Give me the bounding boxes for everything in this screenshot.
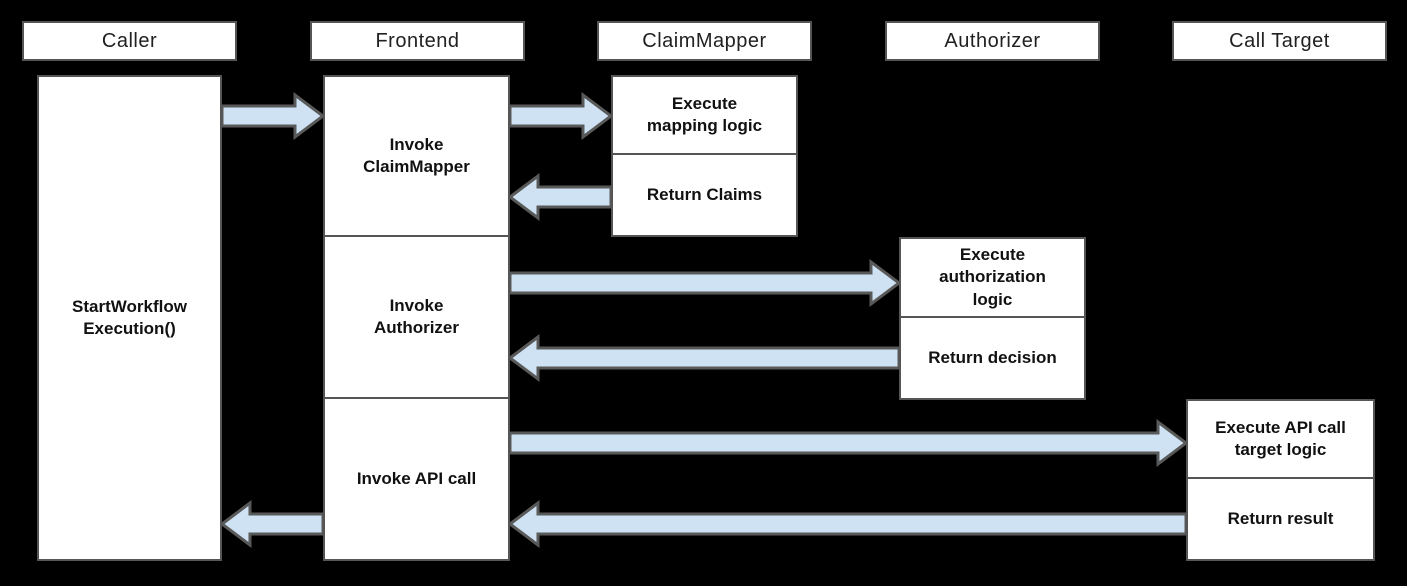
frontend-invoke-authorizer-box: Invoke Authorizer: [323, 235, 510, 399]
authorizer-return-box: Return decision: [899, 316, 1086, 400]
arrow-frontend-to-call-target: [508, 419, 1189, 467]
arrow-frontend-to-claimmapper: [508, 92, 614, 140]
arrow-frontend-to-caller-return: [219, 500, 325, 548]
arrow-claimmapper-return: [507, 173, 613, 221]
arrow-authorizer-return: [507, 334, 901, 382]
lane-header-claimmapper: ClaimMapper: [597, 21, 812, 61]
claimmapper-execute-box: Execute mapping logic: [611, 75, 798, 155]
arrow-frontend-to-authorizer: [508, 259, 902, 307]
lane-header-authorizer: Authorizer: [885, 21, 1100, 61]
claimmapper-return-box: Return Claims: [611, 153, 798, 237]
frontend-invoke-claimmapper-box: Invoke ClaimMapper: [323, 75, 510, 237]
frontend-invoke-api-call-box: Invoke API call: [323, 397, 510, 561]
arrow-call-target-return: [507, 500, 1188, 548]
call-target-execute-box: Execute API call target logic: [1186, 399, 1375, 479]
lane-header-caller: Caller: [22, 21, 237, 61]
arrow-caller-to-frontend: [220, 92, 326, 140]
lane-header-frontend: Frontend: [310, 21, 525, 61]
authorizer-execute-box: Execute authorization logic: [899, 237, 1086, 318]
lane-header-call-target: Call Target: [1172, 21, 1387, 61]
call-target-return-box: Return result: [1186, 477, 1375, 561]
caller-activity-box: StartWorkflow Execution(): [37, 75, 222, 561]
